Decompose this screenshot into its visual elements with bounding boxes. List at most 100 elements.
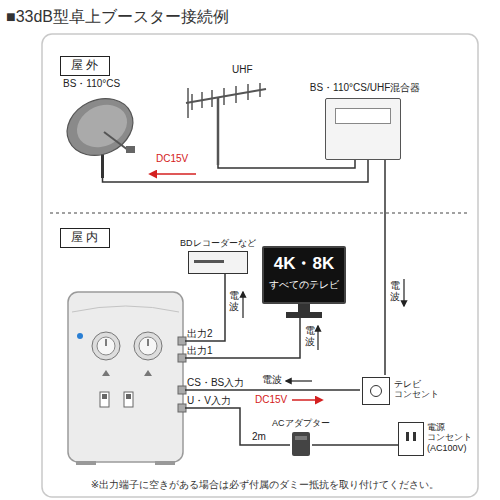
- note-caption: ※出力端子に空きがある場合は必ず付属のダミー抵抗を取り付けてください。: [60, 479, 470, 491]
- dish-antenna: [104, 132, 128, 150]
- outlet-plate: [398, 422, 424, 456]
- outlet-jack: [370, 385, 382, 397]
- device-label: ACアダプター: [272, 418, 330, 428]
- booster-unit: 出力2出力1CS・BS入力U・V入力: [65, 290, 185, 465]
- booster-body: [105, 339, 107, 346]
- uhf-antenna-node: UHF: [180, 64, 270, 165]
- ac-adapter-body: [292, 432, 310, 456]
- booster-body: [77, 333, 83, 339]
- booster-body: [68, 292, 186, 465]
- dish-antenna: [58, 88, 142, 166]
- tv-stand: [286, 312, 322, 318]
- dish-antenna-node: BS・110°CS: [55, 78, 150, 178]
- dish-antenna: [70, 97, 134, 155]
- booster-body: [178, 354, 186, 362]
- outlet-label: 電源 コンセント (AC100V): [427, 422, 473, 453]
- signal-arrow: [403, 279, 404, 306]
- dc-arrow: [292, 399, 322, 401]
- uhf-antenna: [211, 90, 213, 107]
- booster-body: [178, 337, 186, 345]
- cable: [185, 389, 360, 391]
- uhf-antenna: [191, 94, 193, 110]
- dc-arrow: [150, 173, 196, 175]
- tv-set: 4K・8K すべてのテレビ: [262, 246, 346, 318]
- booster-body: [178, 404, 186, 412]
- uhf-antenna: [217, 97, 220, 165]
- signal-arrow: [317, 326, 318, 350]
- cable-label: 電波: [229, 290, 239, 312]
- booster-body: [68, 292, 183, 462]
- uhf-antenna: [223, 88, 225, 105]
- uhf-antenna: [235, 86, 237, 103]
- dish-antenna: [126, 146, 135, 153]
- device-label: BS・110°CS/UHF混合器: [305, 82, 425, 94]
- booster-body: [76, 461, 96, 465]
- region-tag: 屋 内: [60, 228, 110, 248]
- uhf-antenna: [247, 84, 249, 100]
- uhf-antenna: [201, 92, 203, 108]
- booster-body: [126, 394, 131, 399]
- uhf-antenna: [186, 89, 266, 103]
- ac-adapter-body: [295, 436, 307, 440]
- ac-adapter: ACアダプター: [290, 418, 312, 458]
- voltage-label: DC15V: [156, 153, 188, 165]
- booster-body: [147, 339, 149, 346]
- booster-body: [144, 370, 152, 376]
- uhf-antenna: [187, 88, 189, 118]
- terminal-label: U・V入力: [187, 395, 231, 407]
- diagram-title: ■33dB型卓上ブースター接続例: [6, 8, 229, 26]
- cable: [312, 444, 398, 446]
- antenna-label: UHF: [232, 64, 253, 76]
- booster-body: [102, 370, 110, 376]
- region-tag: 屋 外: [60, 56, 110, 76]
- tv-outlet: テレビ コンセント: [360, 375, 455, 407]
- tv-caption: すべてのテレビ: [262, 279, 346, 291]
- terminal-label: CS・BS入力: [187, 377, 244, 389]
- region-label: 屋 内: [71, 231, 98, 245]
- cable-label: 電波: [390, 280, 400, 302]
- booster-body: [124, 392, 133, 407]
- cable: [103, 160, 369, 182]
- ac-adapter-body: [292, 432, 310, 456]
- dish-antenna: [58, 88, 142, 178]
- booster-body: [134, 332, 162, 360]
- booster-body: [97, 337, 115, 355]
- booster-body: [72, 306, 179, 312]
- tv-heading: 4K・8K: [262, 254, 346, 274]
- antenna-label: BS・110°CS: [63, 78, 120, 90]
- divider-line: [50, 212, 470, 213]
- panel: [42, 34, 478, 497]
- uhf-antenna: [259, 83, 261, 97]
- voltage-label: DC15V: [255, 394, 287, 406]
- cable-label: 電波: [262, 374, 282, 386]
- recorder-slot: [194, 260, 224, 263]
- signal-arrow: [242, 292, 243, 318]
- cable: [384, 160, 386, 375]
- mixer-box: BS・110°CS/UHF混合器: [305, 80, 425, 160]
- outlet-slot: [413, 432, 416, 441]
- booster-body: [155, 461, 175, 465]
- signal-arrow: [286, 380, 312, 381]
- device-label: BDレコーダーなど: [180, 238, 256, 248]
- booster-body: [139, 337, 157, 355]
- mixer-panel: [335, 108, 391, 124]
- cable-label: 電波: [305, 325, 315, 347]
- cable: [185, 318, 300, 358]
- tv-stand: [298, 304, 310, 312]
- outlet-slot: [406, 432, 409, 441]
- cable: [185, 274, 225, 341]
- terminal-label: 出力2: [187, 328, 213, 340]
- uhf-antenna: [186, 83, 266, 165]
- terminal-label: 出力1: [187, 345, 213, 357]
- cable-label: 2m: [252, 431, 266, 443]
- booster-body: [92, 332, 120, 360]
- region-label: 屋 外: [71, 59, 98, 73]
- booster-body: [100, 392, 109, 407]
- power-outlet: 電源 コンセント (AC100V): [398, 418, 474, 462]
- recorder-box: BDレコーダーなど: [180, 238, 255, 274]
- cable: [218, 160, 355, 168]
- booster-body: [102, 394, 107, 399]
- outlet-label: テレビ コンセント: [394, 379, 444, 400]
- booster-body: [178, 386, 186, 394]
